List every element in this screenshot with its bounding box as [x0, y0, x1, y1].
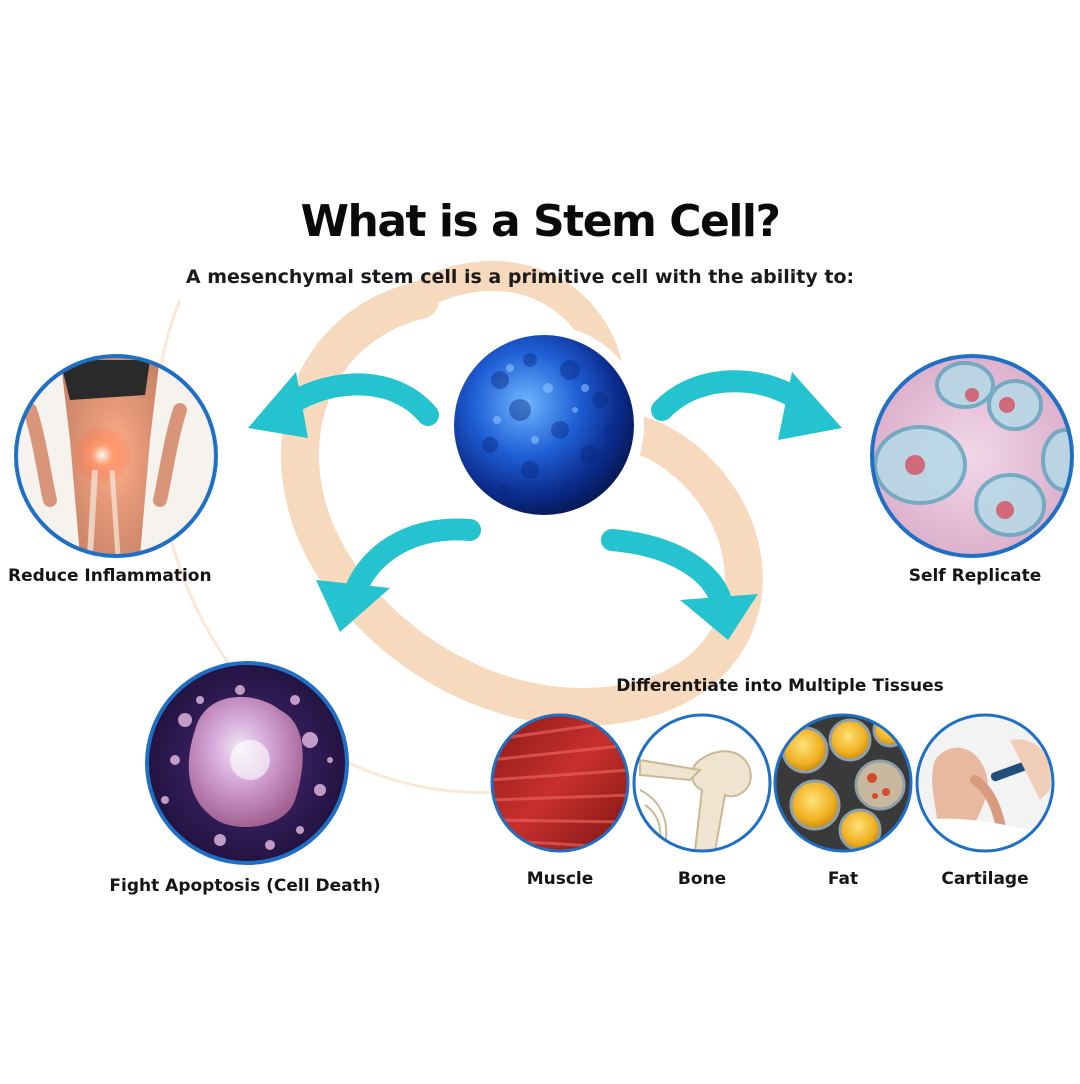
- stem-cell-image: [444, 325, 644, 525]
- label-bone: Bone: [677, 869, 727, 889]
- fat-cells-image: [773, 713, 913, 853]
- muscle-fiber-image: [490, 713, 630, 853]
- label-reduce-inflammation: Reduce Inflammation: [8, 566, 212, 586]
- label-muscle: Muscle: [526, 869, 594, 889]
- dividing-cells-image: [870, 354, 1074, 558]
- label-fat: Fat: [827, 869, 859, 889]
- page-subtitle: A mesenchymal stem cell is a primitive c…: [185, 266, 855, 288]
- label-fight-apoptosis: Fight Apoptosis (Cell Death): [109, 876, 381, 896]
- knee-joint-image: [14, 354, 218, 558]
- label-cartilage: Cartilage: [941, 869, 1029, 889]
- label-self-replicate: Self Replicate: [908, 566, 1042, 586]
- arrows: [248, 370, 842, 640]
- cartilage-image: [915, 713, 1055, 853]
- arrow-to-differentiate: [601, 529, 758, 640]
- label-differentiate: Differentiate into Multiple Tissues: [616, 676, 944, 696]
- arrow-to-inflammation: [248, 372, 439, 438]
- arrow-to-apoptosis: [316, 518, 481, 632]
- arrow-to-replicate: [651, 370, 842, 440]
- shoulder-bone-image: [632, 713, 772, 853]
- apoptotic-cell-image: [145, 661, 349, 865]
- page-title: What is a Stem Cell?: [300, 196, 781, 247]
